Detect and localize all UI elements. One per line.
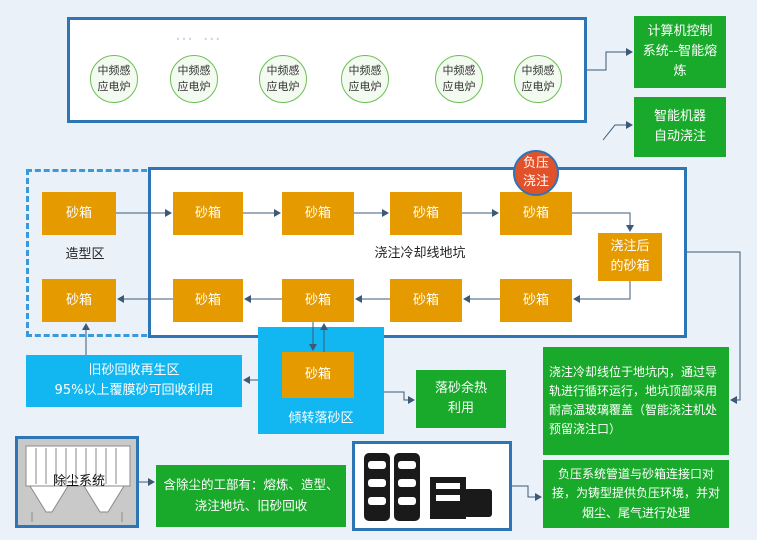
furnace-3: 中频感 应电炉 [259, 55, 307, 103]
sandbox-top-3: 砂箱 [390, 192, 462, 235]
shakeout-zone-label: 倾转落砂区 [288, 411, 354, 426]
furnace-6-label: 中频感 应电炉 [521, 64, 555, 93]
computer-control-note: 计算机控制 系统--智能熔 炼 [634, 16, 726, 88]
negative-pressure-system-text: 负压系统管道与砂箱连接口对接，为铸型提供负压环境，并对烟尘、尾气进行处理 [551, 467, 720, 520]
pit-description-text: 浇注冷却线位于地坑内，通过导轨进行循环运行，地坑顶部采用耐高温玻璃覆盖（智能浇注… [549, 364, 718, 437]
sandbox-after-pouring: 浇注后 的砂箱 [598, 233, 662, 281]
sandbox-top-2: 砂箱 [282, 192, 354, 235]
dust-collector-icon [25, 445, 131, 522]
sandbox-molding-top: 砂箱 [42, 192, 116, 235]
robot-pouring-note: 智能机器 自动浇注 [634, 97, 726, 157]
after-pouring-text: 浇注后 的砂箱 [610, 238, 650, 274]
pit-description-note: 浇注冷却线位于地坑内，通过导轨进行循环运行，地坑顶部采用耐高温玻璃覆盖（智能浇注… [543, 347, 729, 455]
furnace-5: 中频感 应电炉 [435, 55, 483, 103]
furnace-group-ghost-title: … … [175, 24, 223, 45]
sandbox-bottom-2: 砂箱 [282, 279, 354, 322]
sand-recovery-zone: 旧砂回收再生区 95%以上覆膜砂可回收利用 [26, 355, 242, 407]
furnace-1: 中频感 应电炉 [90, 55, 138, 103]
dust-sources-text: 含除尘的工部有：熔炼、造型、浇注地坑、旧砂回收 [163, 477, 339, 513]
furnace-6: 中频感 应电炉 [514, 55, 562, 103]
molding-zone-label: 造型区 [65, 246, 105, 262]
sandbox-top-4: 砂箱 [500, 192, 572, 235]
furnace-5-label: 中频感 应电炉 [442, 64, 476, 93]
dust-system-label: 除尘系统 [52, 473, 105, 489]
vacuum-pump-icon [364, 453, 492, 521]
sandbox-bottom-1: 砂箱 [173, 279, 243, 322]
furnace-1-label: 中频感 应电炉 [97, 64, 131, 93]
sandbox-shakeout: 砂箱 [282, 352, 354, 398]
negative-pressure-badge-text: 负压 浇注 [522, 156, 549, 189]
sandbox-bottom-4: 砂箱 [500, 279, 572, 322]
furnace-2: 中频感 应电炉 [170, 55, 218, 103]
furnace-4: 中频感 应电炉 [341, 55, 389, 103]
negative-pressure-system-note: 负压系统管道与砂箱连接口对接，为铸型提供负压环境，并对烟尘、尾气进行处理 [543, 460, 729, 528]
furnace-4-label: 中频感 应电炉 [348, 64, 382, 93]
waste-heat-note: 落砂余热 利用 [416, 370, 506, 428]
sand-recovery-text: 旧砂回收再生区 95%以上覆膜砂可回收利用 [54, 362, 214, 398]
furnace-group-frame [67, 17, 587, 123]
negative-pressure-badge: 负压 浇注 [513, 150, 559, 196]
sandbox-top-1: 砂箱 [173, 192, 243, 235]
dust-sources-note: 含除尘的工部有：熔炼、造型、浇注地坑、旧砂回收 [156, 465, 346, 527]
waste-heat-text: 落砂余热 利用 [434, 380, 487, 416]
sandbox-molding-bottom: 砂箱 [42, 279, 116, 322]
computer-control-text: 计算机控制 系统--智能熔 炼 [642, 23, 718, 80]
furnace-3-label: 中频感 应电炉 [266, 64, 300, 93]
sandbox-bottom-3: 砂箱 [390, 279, 462, 322]
pit-zone-label: 浇注冷却线地坑 [374, 245, 466, 261]
robot-pouring-text: 智能机器 自动浇注 [653, 108, 706, 144]
furnace-2-label: 中频感 应电炉 [177, 64, 211, 93]
